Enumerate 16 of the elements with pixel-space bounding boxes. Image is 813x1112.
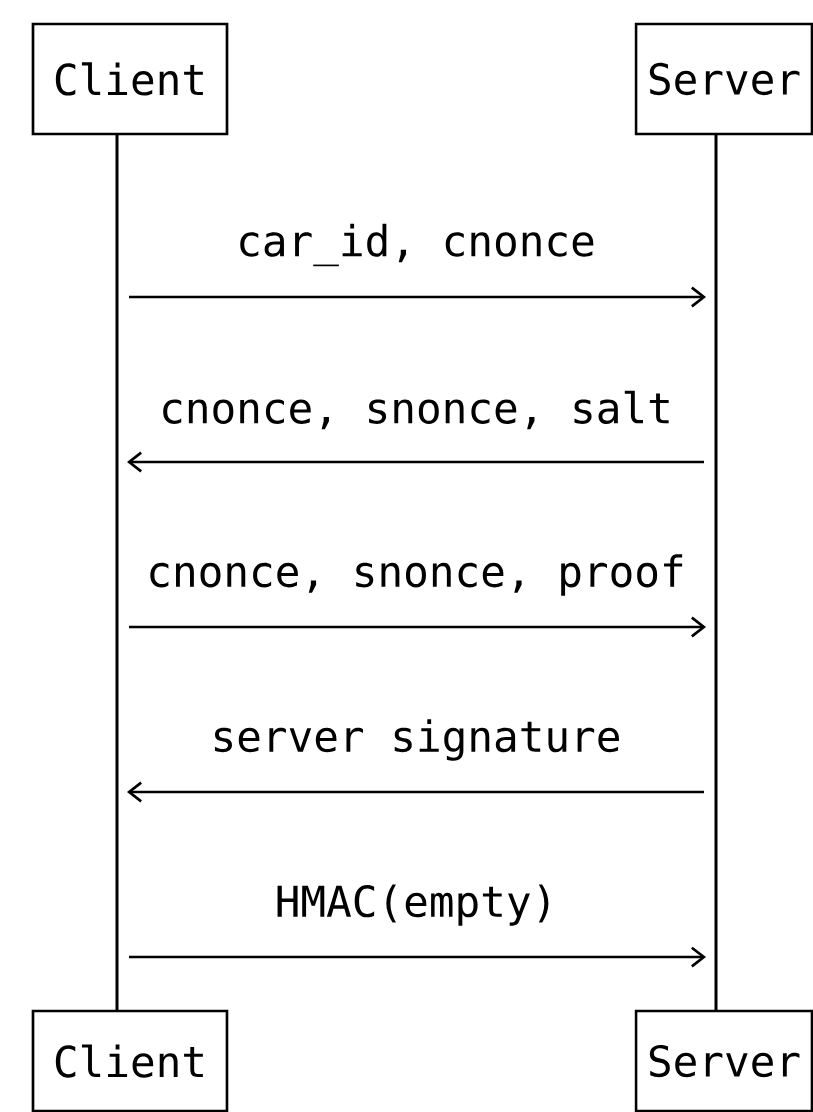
message-arrow <box>129 616 706 638</box>
message-arrow <box>127 781 704 803</box>
lifeline <box>714 134 718 1010</box>
participant-box: Client <box>31 22 229 136</box>
lifeline <box>115 134 119 1010</box>
message-label: server signature <box>214 719 619 761</box>
message-arrow <box>127 451 704 473</box>
message-label: cnonce, snonce, salt <box>163 390 669 430</box>
participant-box: Client <box>31 1009 229 1112</box>
message-label: cnonce, snonce, proof <box>150 554 683 596</box>
participant-box: Server <box>634 1009 813 1112</box>
participant-box: Server <box>634 22 813 136</box>
message-arrow <box>129 946 706 968</box>
message-label: car_id, cnonce <box>240 223 594 267</box>
message-arrow <box>129 286 706 308</box>
message-label: HMAC(empty) <box>277 884 549 926</box>
